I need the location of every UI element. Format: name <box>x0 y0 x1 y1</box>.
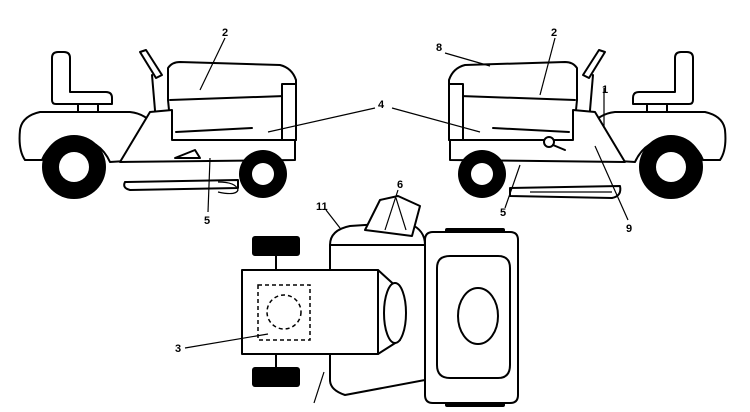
callout-5-left: 5 <box>204 215 210 227</box>
callout-1: 1 <box>602 84 608 96</box>
callout-5-right: 5 <box>500 207 506 219</box>
callout-2-left: 2 <box>222 27 228 39</box>
callout-3: 3 <box>175 343 181 355</box>
callout-6: 6 <box>397 179 403 191</box>
callout-4: 4 <box>378 99 385 111</box>
mower-left-side-view <box>18 49 297 199</box>
mower-top-view <box>241 195 519 407</box>
callout-9: 9 <box>626 223 632 235</box>
mower-right-side-view <box>448 49 727 199</box>
callout-2-right: 2 <box>551 27 557 39</box>
callout-8: 8 <box>436 42 442 54</box>
callout-11: 11 <box>316 201 328 213</box>
leader-lines <box>184 37 629 404</box>
